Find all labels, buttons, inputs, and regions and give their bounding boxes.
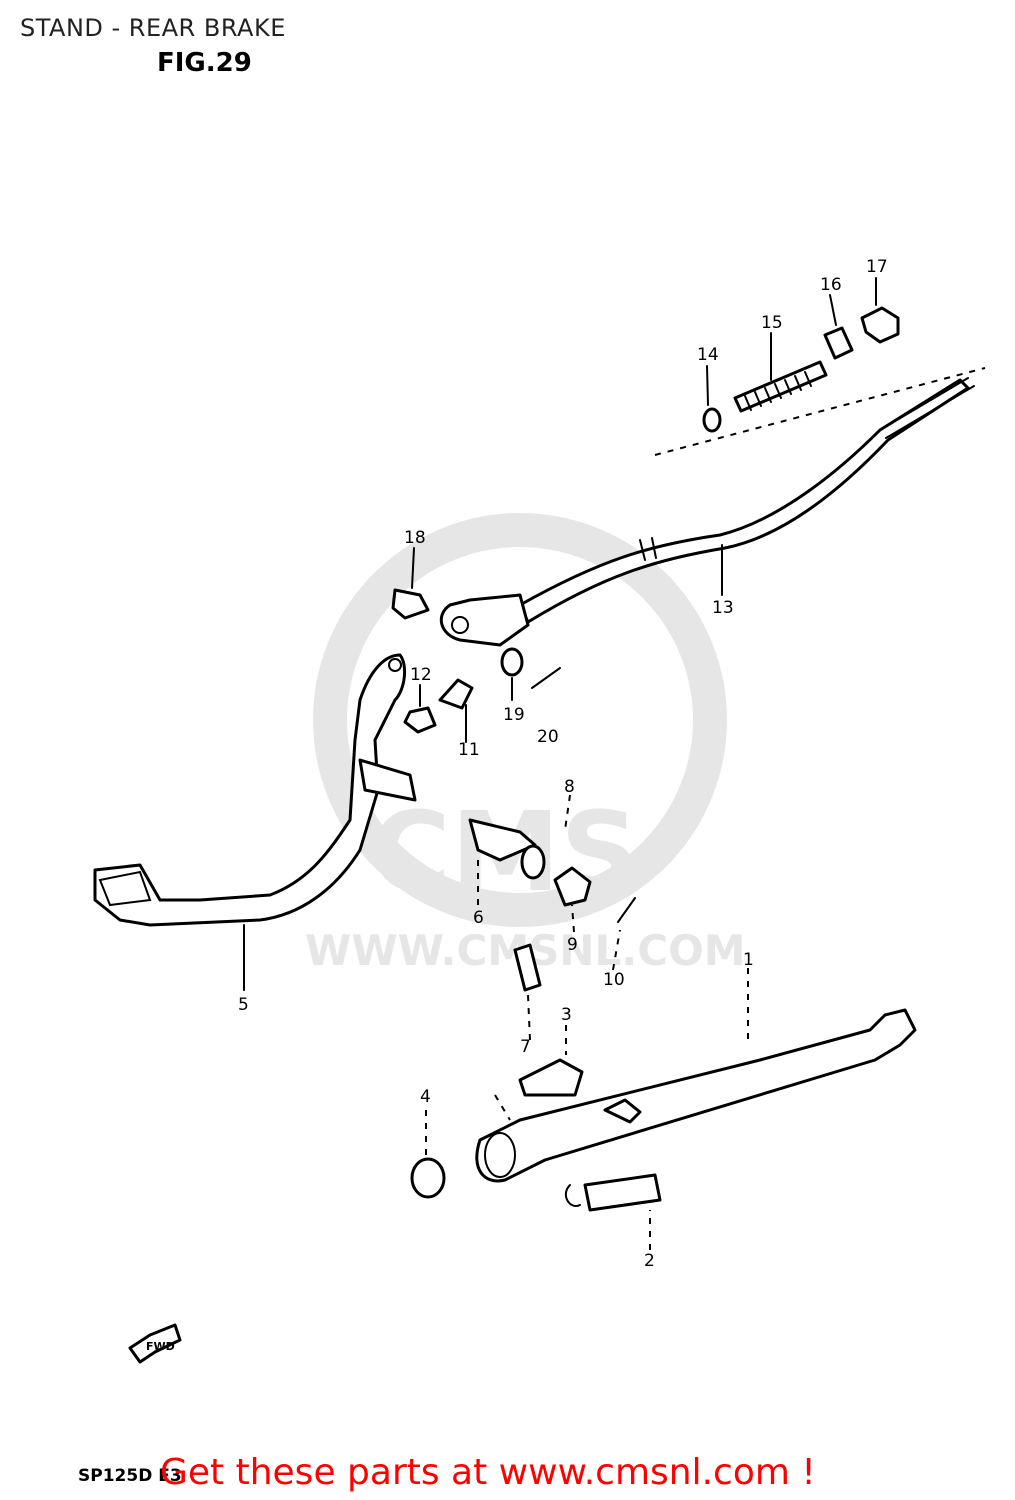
- callout-8: 8: [564, 777, 575, 797]
- callout-10: 10: [603, 970, 625, 990]
- fwd-label: FWD: [146, 1340, 175, 1353]
- fwd-arrow-icon: FWD: [128, 1323, 182, 1364]
- part-washer-19: [500, 647, 524, 677]
- callout-20: 20: [537, 727, 559, 747]
- callout-18: 18: [404, 528, 426, 548]
- model-code: SP125D E3: [78, 1466, 182, 1486]
- part-washer-8: [520, 844, 546, 880]
- part-brake-rod: [518, 377, 975, 624]
- callout-15: 15: [761, 313, 783, 333]
- part-rod-clevis: [439, 593, 530, 647]
- part-clevis-pin: [391, 588, 430, 620]
- callout-14: 14: [697, 345, 719, 365]
- part-collar-16: [823, 326, 854, 360]
- callout-13: 13: [712, 598, 734, 618]
- callout-numbers: 17 16 15 14 18 13 12 19 20 11 8 6 9 10 5…: [238, 257, 888, 1271]
- part-bolt-11: [438, 678, 474, 710]
- callout-16: 16: [820, 275, 842, 295]
- part-nut-4: [410, 1157, 446, 1199]
- callout-leaders: [243, 277, 877, 1250]
- callout-6: 6: [473, 908, 484, 928]
- callout-9: 9: [567, 935, 578, 955]
- part-spring-7: [513, 943, 542, 992]
- callout-19: 19: [503, 705, 525, 725]
- callout-5: 5: [238, 995, 249, 1015]
- part-pivot-bolt-3: [518, 1058, 584, 1097]
- part-adjust-nut-17: [860, 306, 900, 344]
- callout-2: 2: [644, 1251, 655, 1271]
- figure-number: FIG.29: [157, 48, 252, 78]
- part-cotter-pin-20: [531, 667, 561, 689]
- callout-3: 3: [561, 1005, 572, 1025]
- part-washer-14: [702, 407, 722, 433]
- part-bracket-6: [468, 818, 537, 862]
- part-stand-pin: [603, 1098, 642, 1124]
- part-cotter-pin-10: [617, 897, 636, 923]
- assembly-line-rod: [654, 367, 986, 456]
- part-spring-15: [733, 360, 828, 413]
- callout-11: 11: [458, 740, 480, 760]
- part-spring-2: [564, 1173, 662, 1212]
- part-side-stand: [475, 1008, 917, 1183]
- callout-7: 7: [520, 1037, 531, 1057]
- part-nut-9: [553, 866, 592, 907]
- part-brake-pedal: [93, 653, 417, 927]
- callout-4: 4: [420, 1087, 431, 1107]
- part-nut-12: [403, 706, 437, 734]
- page-title: STAND - REAR BRAKE: [20, 14, 286, 42]
- callout-1: 1: [743, 950, 754, 970]
- cta-link[interactable]: Get these parts at www.cmsnl.com !: [160, 1452, 816, 1493]
- callout-12: 12: [410, 665, 432, 685]
- callout-17: 17: [866, 257, 888, 277]
